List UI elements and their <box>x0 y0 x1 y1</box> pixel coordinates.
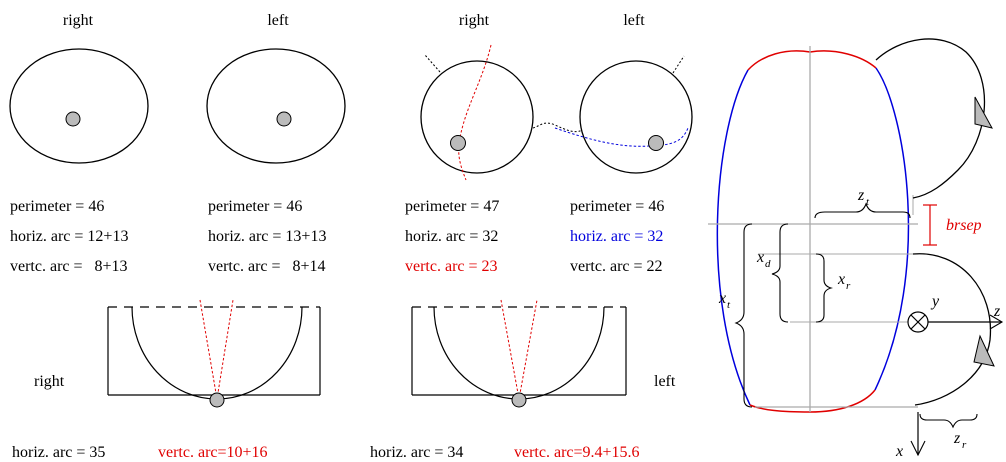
stat-horiz-2: horiz. arc = 13+13 <box>208 228 326 245</box>
stat-perimeter-2: perimeter = 46 <box>208 198 302 215</box>
label-x: x <box>895 443 903 460</box>
caption-right-horiz: horiz. arc = 35 <box>12 444 105 461</box>
header-right-1: right <box>63 12 94 29</box>
pupil-marker <box>65 111 81 127</box>
triangle-marker <box>974 96 993 129</box>
label-z-r: z <box>953 430 961 447</box>
caption-left-horiz: horiz. arc = 34 <box>370 444 463 461</box>
stat-perimeter-4: perimeter = 46 <box>570 198 664 215</box>
shape-circle-left <box>554 55 693 174</box>
caption-left-vertc: vertc. arc=9.4+15.6 <box>514 444 640 461</box>
label-x-d-sub: d <box>765 258 771 270</box>
label-y: y <box>930 293 940 310</box>
stat-vertc-4: vertc. arc = 22 <box>570 258 663 275</box>
pupil-marker <box>209 392 225 408</box>
stat-horiz-4: horiz. arc = 32 <box>570 228 663 245</box>
caption-right-vertc: vertc. arc=10+16 <box>158 444 268 461</box>
stat-vertc-3: vertc. arc = 23 <box>405 258 498 275</box>
label-x-t: x <box>718 290 726 307</box>
schematic-diagram <box>708 38 1004 457</box>
label-brsep: brsep <box>946 217 982 234</box>
stat-perimeter-3: perimeter = 47 <box>405 198 499 215</box>
pupil-marker <box>648 135 664 151</box>
stat-horiz-1: horiz. arc = 12+13 <box>10 228 128 245</box>
connector-line <box>532 122 583 133</box>
header-left-2: left <box>623 12 645 29</box>
side-label-left: left <box>654 373 676 390</box>
pupil-marker <box>276 111 292 127</box>
label-x-r: x <box>837 271 845 288</box>
shape-circle-right <box>420 44 534 181</box>
header-left-1: left <box>267 12 289 29</box>
side-label-right: right <box>34 373 65 390</box>
label-z: z <box>993 303 1001 320</box>
triangle-marker <box>973 334 995 367</box>
label-x-t-sub: t <box>727 299 731 311</box>
stat-vertc-2: vertc. arc = 8+14 <box>208 258 326 275</box>
label-x-d: x <box>756 249 764 266</box>
stat-horiz-3: horiz. arc = 32 <box>405 228 498 245</box>
label-z-t-sub: t <box>866 196 870 208</box>
cup-diagram-right <box>107 299 321 408</box>
shape-ellipse-right <box>9 48 149 164</box>
stat-perimeter-1: perimeter = 46 <box>10 198 104 215</box>
header-right-2: right <box>459 12 490 29</box>
stat-vertc-1: vertc. arc = 8+13 <box>10 258 128 275</box>
label-x-r-sub: r <box>846 280 851 292</box>
pupil-marker <box>450 135 466 151</box>
cup-diagram-left <box>411 299 627 408</box>
label-z-r-sub: r <box>962 439 967 451</box>
label-z-t: z <box>857 187 865 204</box>
pupil-marker <box>511 392 527 408</box>
shape-ellipse-left <box>206 48 346 164</box>
